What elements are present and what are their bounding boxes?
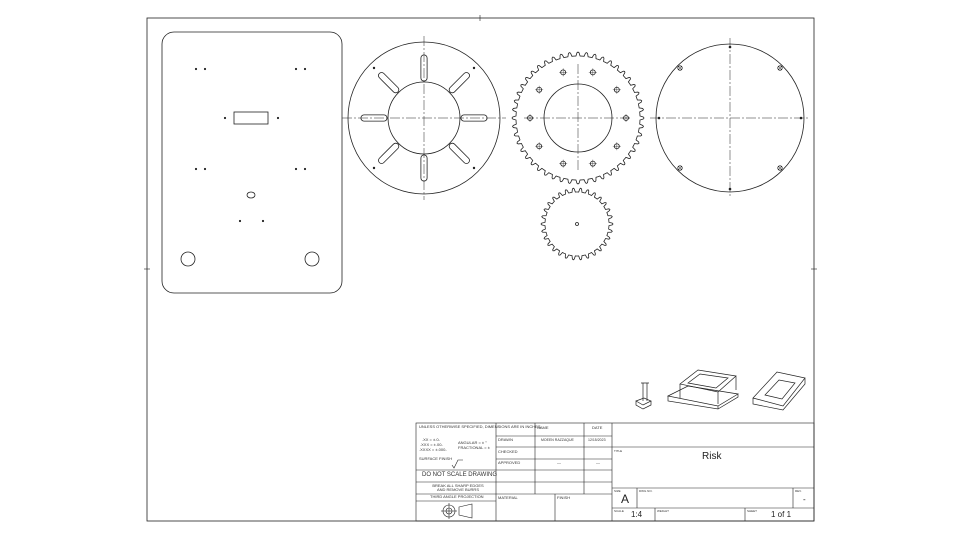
- material-label: MATERIAL: [498, 495, 518, 500]
- tol-xxx: .XXXX = ±.000-: [419, 447, 447, 452]
- drawn-date: 12/15/2023: [588, 438, 606, 442]
- approved-label: APPROVED: [498, 460, 521, 465]
- rev-label: REV.: [795, 489, 802, 493]
- name-header: NAME: [537, 425, 549, 430]
- projection-label: THIRD ANGLE PROJECTION: [430, 494, 484, 499]
- third-angle-projection-icon: [441, 503, 473, 519]
- sheet-label: SHEET: [747, 509, 758, 513]
- tol-x: .XX = ±.0-: [422, 437, 440, 442]
- fractional-tol: FRACTIONAL = ±: [458, 445, 490, 450]
- title-block-grid: [415, 422, 815, 522]
- do-not-scale: DO NOT SCALE DRAWING: [422, 472, 498, 478]
- size-label: SIZE: [614, 489, 621, 493]
- date-header: DATE: [592, 425, 603, 430]
- finish-label: FINISH: [557, 495, 571, 500]
- scale-label: SCALE: [614, 509, 624, 513]
- surface-finish-label: SURFACE FINISH: [419, 456, 453, 461]
- dwg-no-label: DWG NO.: [639, 489, 653, 493]
- drawn-label: DRAWN: [498, 437, 513, 442]
- small-gear-view: [540, 187, 614, 261]
- drawn-name: MOEEN RAZZAQUE: [541, 438, 574, 442]
- title-label: TITLE: [614, 449, 623, 453]
- sheet-size: A: [621, 492, 630, 506]
- angular-tol: ANGULAR = ± °: [458, 440, 487, 445]
- drawing-title: Risk: [702, 451, 722, 462]
- large-gear-view: [511, 51, 645, 185]
- checked-label: CHECKED: [498, 449, 518, 454]
- isometric-parts: [635, 369, 806, 411]
- sheet-number: 1 of 1: [771, 510, 792, 519]
- round-plate-view: [650, 38, 810, 198]
- border-ticks: [144, 15, 817, 270]
- approved-name: —: [557, 460, 561, 465]
- break-edges-note: BREAK ALL SHARP EDGES AND REMOVE BURRS: [432, 483, 484, 493]
- base-plate-view: [161, 31, 343, 294]
- round-plate-slotted-view: [342, 36, 506, 200]
- weight-label: WEIGHT: [657, 509, 669, 513]
- scale-value: 1:4: [631, 510, 643, 519]
- revision: -: [803, 495, 806, 504]
- tol-xx: .XXX = ±.00-: [420, 442, 443, 447]
- tolerance-note: UNLESS OTHERWISE SPECIFIED, DIMENSIONS A…: [419, 424, 541, 429]
- approved-date: —: [596, 460, 600, 465]
